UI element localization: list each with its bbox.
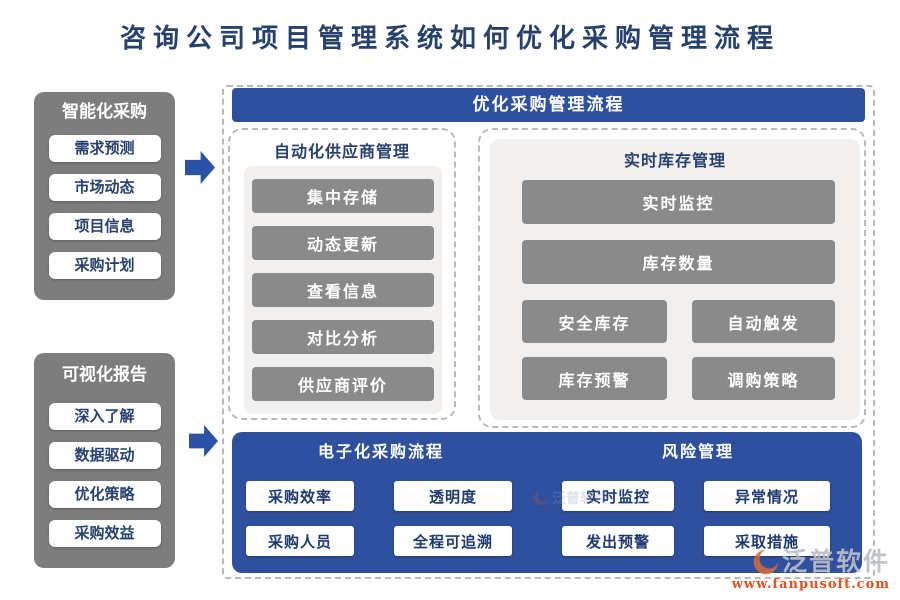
process-step: 自动触发 — [692, 300, 835, 343]
inventory-button-panel: 实时库存管理 实时监控 库存数量 安全库存 自动触发 库存预警 调购策略 — [490, 139, 860, 420]
process-step: 异常情况 — [704, 481, 830, 511]
process-step: 实时监控 — [522, 180, 835, 224]
sidebar-panel-title: 智能化采购 — [62, 102, 147, 122]
process-step: 库存数量 — [522, 240, 835, 284]
sidebar-item: 深入了解 — [48, 403, 161, 430]
watermark-url: www.fanpusoft.com — [731, 577, 890, 592]
supplier-management-section: 自动化供应商管理 集中存储 动态更新 查看信息 对比分析 供应商评价 — [228, 128, 456, 420]
process-step: 全程可追溯 — [394, 526, 512, 556]
process-step: 发出预警 — [562, 526, 674, 556]
process-step: 对比分析 — [252, 320, 434, 354]
section-title: 实时库存管理 — [623, 151, 726, 170]
process-step: 调购策略 — [692, 357, 835, 400]
sidebar-item: 项目信息 — [48, 213, 161, 240]
sidebar-item: 需求预测 — [48, 135, 161, 162]
main-banner: 优化采购管理流程 — [232, 88, 865, 122]
group-grid: 实时监控 异常情况 发出预警 采取措施 — [562, 481, 834, 556]
group-grid: 采购效率 透明度 采购人员 全程可追溯 — [246, 481, 516, 556]
sidebar-item-list: 深入了解 数据驱动 优化策略 采购效益 — [48, 403, 161, 547]
inventory-management-section: 实时库存管理 实时监控 库存数量 安全库存 自动触发 库存预警 调购策略 — [478, 128, 866, 428]
sidebar-item-list: 需求预测 市场动态 项目信息 采购计划 — [48, 135, 161, 279]
process-step: 透明度 — [394, 481, 512, 511]
sidebar-item: 采购计划 — [48, 252, 161, 279]
supplier-button-panel: 集中存储 动态更新 查看信息 对比分析 供应商评价 — [244, 166, 442, 414]
bottom-process-panel: 电子化采购流程 采购效率 透明度 采购人员 全程可追溯 风险管理 实时监控 异常… — [232, 432, 862, 573]
section-title: 自动化供应商管理 — [273, 142, 410, 161]
sidebar-panel-visual-report: 可视化报告 深入了解 数据驱动 优化策略 采购效益 — [34, 353, 175, 568]
sidebar-item: 优化策略 — [48, 481, 161, 508]
risk-management-group: 风险管理 实时监控 异常情况 发出预警 采取措施 — [562, 440, 834, 556]
right-arrow-icon — [185, 151, 215, 184]
page-title: 咨询公司项目管理系统如何优化采购管理流程 — [119, 24, 780, 54]
process-step: 采购效率 — [246, 481, 354, 511]
process-step: 库存预警 — [522, 357, 667, 400]
sidebar-item: 市场动态 — [48, 174, 161, 201]
right-arrow-icon — [189, 425, 218, 457]
sidebar-panel-intelligent-procurement: 智能化采购 需求预测 市场动态 项目信息 采购计划 — [34, 92, 175, 300]
sidebar-panel-title: 可视化报告 — [62, 365, 147, 385]
e-procurement-group: 电子化采购流程 采购效率 透明度 采购人员 全程可追溯 — [246, 440, 516, 556]
sidebar-item: 数据驱动 — [48, 442, 161, 469]
process-step: 安全库存 — [522, 300, 667, 343]
group-title: 风险管理 — [661, 442, 734, 461]
process-step: 查看信息 — [252, 273, 434, 307]
group-title: 电子化采购流程 — [317, 442, 444, 461]
process-step: 供应商评价 — [252, 367, 434, 401]
process-step: 实时监控 — [562, 481, 674, 511]
process-step: 集中存储 — [252, 179, 434, 213]
process-step: 动态更新 — [252, 226, 434, 260]
process-step: 采购人员 — [246, 526, 354, 556]
main-flow-container — [222, 85, 875, 579]
sidebar-item: 采购效益 — [48, 520, 161, 547]
inventory-grid: 安全库存 自动触发 库存预警 调购策略 — [522, 300, 835, 400]
process-step: 采取措施 — [704, 526, 830, 556]
